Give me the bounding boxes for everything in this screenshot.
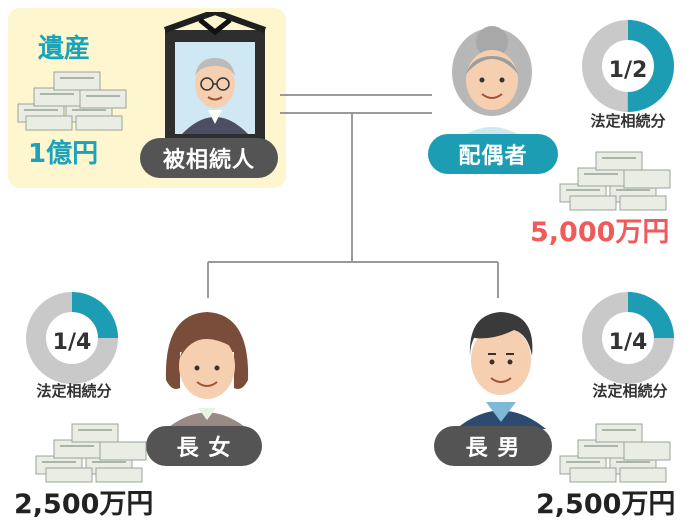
spouse-money-stack-icon	[559, 151, 671, 211]
memorial-portrait-icon	[163, 12, 267, 140]
son-money-stack-icon	[559, 423, 671, 483]
son-label: 長 男	[434, 426, 552, 466]
daughter-amount: 2,500万円	[14, 489, 154, 520]
spouse-label: 配偶者	[428, 134, 558, 174]
son-share-donut-icon	[582, 292, 674, 384]
son-share-fraction: 1/4	[608, 330, 648, 355]
spouse-share-label: 法定相続分	[590, 112, 666, 130]
money-stack-icon	[17, 71, 127, 131]
daughter-share-fraction: 1/4	[52, 330, 92, 355]
spouse-share-donut-icon	[582, 20, 674, 112]
estate-amount: 1億円	[28, 139, 99, 169]
elderly-woman-icon	[452, 26, 532, 144]
decedent-label: 被相続人	[140, 138, 278, 178]
woman-icon	[164, 312, 250, 431]
son-amount: 2,500万円	[536, 489, 676, 520]
daughter-label: 長 女	[146, 426, 262, 466]
daughter-money-stack-icon	[35, 423, 147, 483]
son-share-label: 法定相続分	[592, 382, 668, 400]
share-donut-icon	[26, 292, 118, 384]
spouse-amount: 5,000万円	[530, 217, 670, 248]
estate-title: 遺産	[38, 34, 91, 64]
daughter-share-label: 法定相続分	[36, 382, 112, 400]
spouse-share-fraction: 1/2	[608, 58, 648, 83]
man-icon	[456, 312, 546, 429]
